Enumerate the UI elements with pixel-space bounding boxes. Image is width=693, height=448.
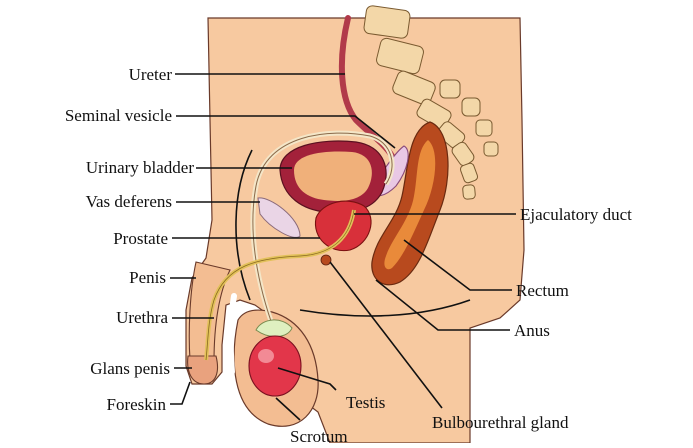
label-rectum: Rectum (516, 281, 569, 300)
label-penis: Penis (129, 268, 166, 287)
label-testis: Testis (346, 393, 385, 412)
label-vas-deferens: Vas deferens (86, 192, 172, 211)
label-seminal-vesicle: Seminal vesicle (65, 106, 172, 125)
corpus-strip (231, 296, 234, 372)
label-urinary-bladder: Urinary bladder (86, 158, 194, 177)
label-ejaculatory-duct: Ejaculatory duct (520, 205, 632, 224)
label-glans-penis: Glans penis (90, 359, 170, 378)
label-ureter: Ureter (129, 65, 173, 84)
label-scrotum: Scrotum (290, 427, 348, 443)
testis-highlight (258, 349, 274, 363)
label-urethra: Urethra (116, 308, 168, 327)
label-prostate: Prostate (113, 229, 168, 248)
label-bulbourethral-gland: Bulbourethral gland (432, 413, 569, 432)
testis-shape (249, 336, 301, 396)
urinary-bladder-inner (294, 152, 372, 201)
label-anus: Anus (514, 321, 550, 340)
bulbourethral-gland-shape (321, 255, 331, 265)
label-foreskin: Foreskin (107, 395, 167, 414)
